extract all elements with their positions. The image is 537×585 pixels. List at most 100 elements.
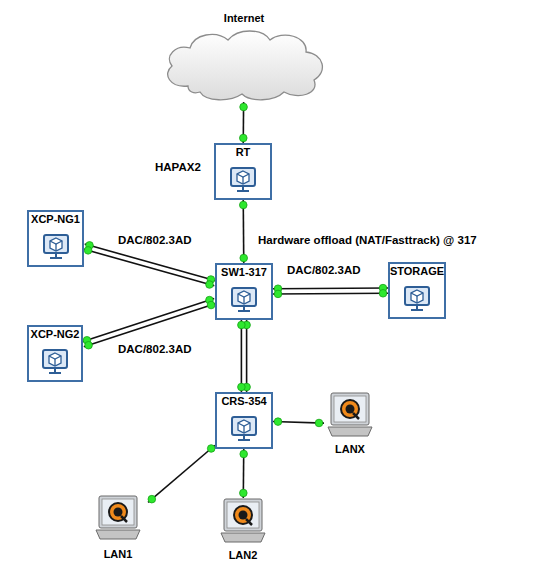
node-label: LAN1 xyxy=(78,548,158,561)
link-line xyxy=(242,200,244,263)
node-label: CRS-354 xyxy=(205,395,283,407)
cube-outline xyxy=(238,420,250,433)
node-label: LANX xyxy=(314,443,386,456)
monitor-screen xyxy=(232,288,256,306)
link-connector xyxy=(239,102,247,143)
port-dot xyxy=(315,419,323,427)
monitor-base xyxy=(49,372,61,374)
port-dot xyxy=(84,247,92,255)
link-line xyxy=(273,287,388,289)
link-label: DAC/802.3AD xyxy=(118,342,192,356)
link-line xyxy=(148,445,215,502)
port-dot xyxy=(148,495,156,503)
device-box: XCP-NG1 xyxy=(27,210,84,267)
link-line xyxy=(84,303,216,346)
port-dot xyxy=(240,450,248,458)
link-line xyxy=(85,244,216,281)
cube-edge xyxy=(243,297,244,304)
port-dot xyxy=(206,281,214,289)
device-model-label: HAPAX2 xyxy=(155,160,201,174)
link-connector xyxy=(148,445,215,503)
node-label: STORAGE xyxy=(378,265,456,277)
monitor-screen xyxy=(405,287,429,305)
device-icon xyxy=(230,287,258,313)
link-connector xyxy=(238,320,251,392)
link-connector xyxy=(273,284,388,297)
port-dot xyxy=(207,445,215,453)
device-box: SW1-317 xyxy=(215,263,273,320)
node-label: LAN2 xyxy=(206,549,280,562)
monitor-base xyxy=(237,190,249,192)
laptop-base xyxy=(96,530,140,539)
port-dot xyxy=(238,383,246,391)
monitor-base xyxy=(411,309,423,311)
logo-ring xyxy=(234,506,252,524)
port-dot xyxy=(379,289,387,297)
laptop-node: LAN2 xyxy=(216,498,270,562)
node-label: Internet xyxy=(158,12,330,25)
cube-outline xyxy=(237,171,249,184)
logo-tail xyxy=(121,516,127,522)
monitor-base xyxy=(50,257,62,259)
cube-outline xyxy=(411,290,423,303)
cube-edge xyxy=(54,359,55,366)
laptop-node: LAN1 xyxy=(88,495,148,561)
node-label: XCP-NG1 xyxy=(17,213,94,225)
monitor-screen xyxy=(231,168,255,186)
link-connector xyxy=(83,242,215,289)
device-icon xyxy=(229,167,257,193)
device-box: CRS-354 xyxy=(215,392,273,449)
device-icon xyxy=(230,416,258,442)
monitor-screen xyxy=(43,350,67,368)
port-dot xyxy=(274,418,282,426)
device-icon xyxy=(42,234,70,260)
device-box: STORAGE xyxy=(388,262,446,319)
monitor-screen xyxy=(44,235,68,253)
port-dot xyxy=(274,290,282,298)
cube-edge xyxy=(50,241,62,244)
cube-outline xyxy=(49,353,61,366)
port-dot xyxy=(85,341,93,349)
cube-edge xyxy=(55,244,56,251)
device-box: RT xyxy=(214,143,272,200)
laptop-lid xyxy=(224,499,262,531)
port-dot xyxy=(240,254,248,262)
monitor-stand xyxy=(55,253,57,257)
link-line xyxy=(273,292,388,294)
monitor-base xyxy=(238,310,250,312)
laptop-icon xyxy=(326,392,374,438)
link-line xyxy=(82,299,214,342)
logo-tail xyxy=(246,519,252,525)
laptop-base xyxy=(328,427,372,436)
link-connector xyxy=(239,200,247,263)
node-label: RT xyxy=(204,146,282,158)
logo-ring xyxy=(109,503,127,521)
device-icon xyxy=(41,349,69,375)
laptop-base xyxy=(221,533,265,542)
cube-edge xyxy=(416,296,417,303)
laptop-lid xyxy=(99,496,137,528)
cube-outline xyxy=(238,291,250,304)
cube-edge xyxy=(411,293,423,296)
laptop-node: LANX xyxy=(324,392,376,456)
monitor-stand xyxy=(242,186,244,190)
link-line xyxy=(83,249,214,286)
logo-core xyxy=(114,508,123,517)
port-dot xyxy=(239,134,247,142)
logo-core xyxy=(239,511,248,520)
port-dot xyxy=(240,489,248,497)
link-connector xyxy=(273,418,324,427)
port-dot xyxy=(238,321,246,329)
logo-core xyxy=(346,405,355,414)
cube-edge xyxy=(243,426,244,433)
link-label: DAC/802.3AD xyxy=(118,233,192,247)
cube-edge xyxy=(237,174,249,177)
cloud-shape xyxy=(168,31,323,100)
laptop-screen xyxy=(102,499,134,525)
node-label: SW1-317 xyxy=(205,266,283,278)
logo-ring xyxy=(341,400,359,418)
monitor-stand xyxy=(243,306,245,310)
monitor-stand xyxy=(243,435,245,439)
link-label: Hardware offload (NAT/Fasttrack) @ 317 xyxy=(258,233,477,247)
laptop-screen xyxy=(334,396,366,422)
